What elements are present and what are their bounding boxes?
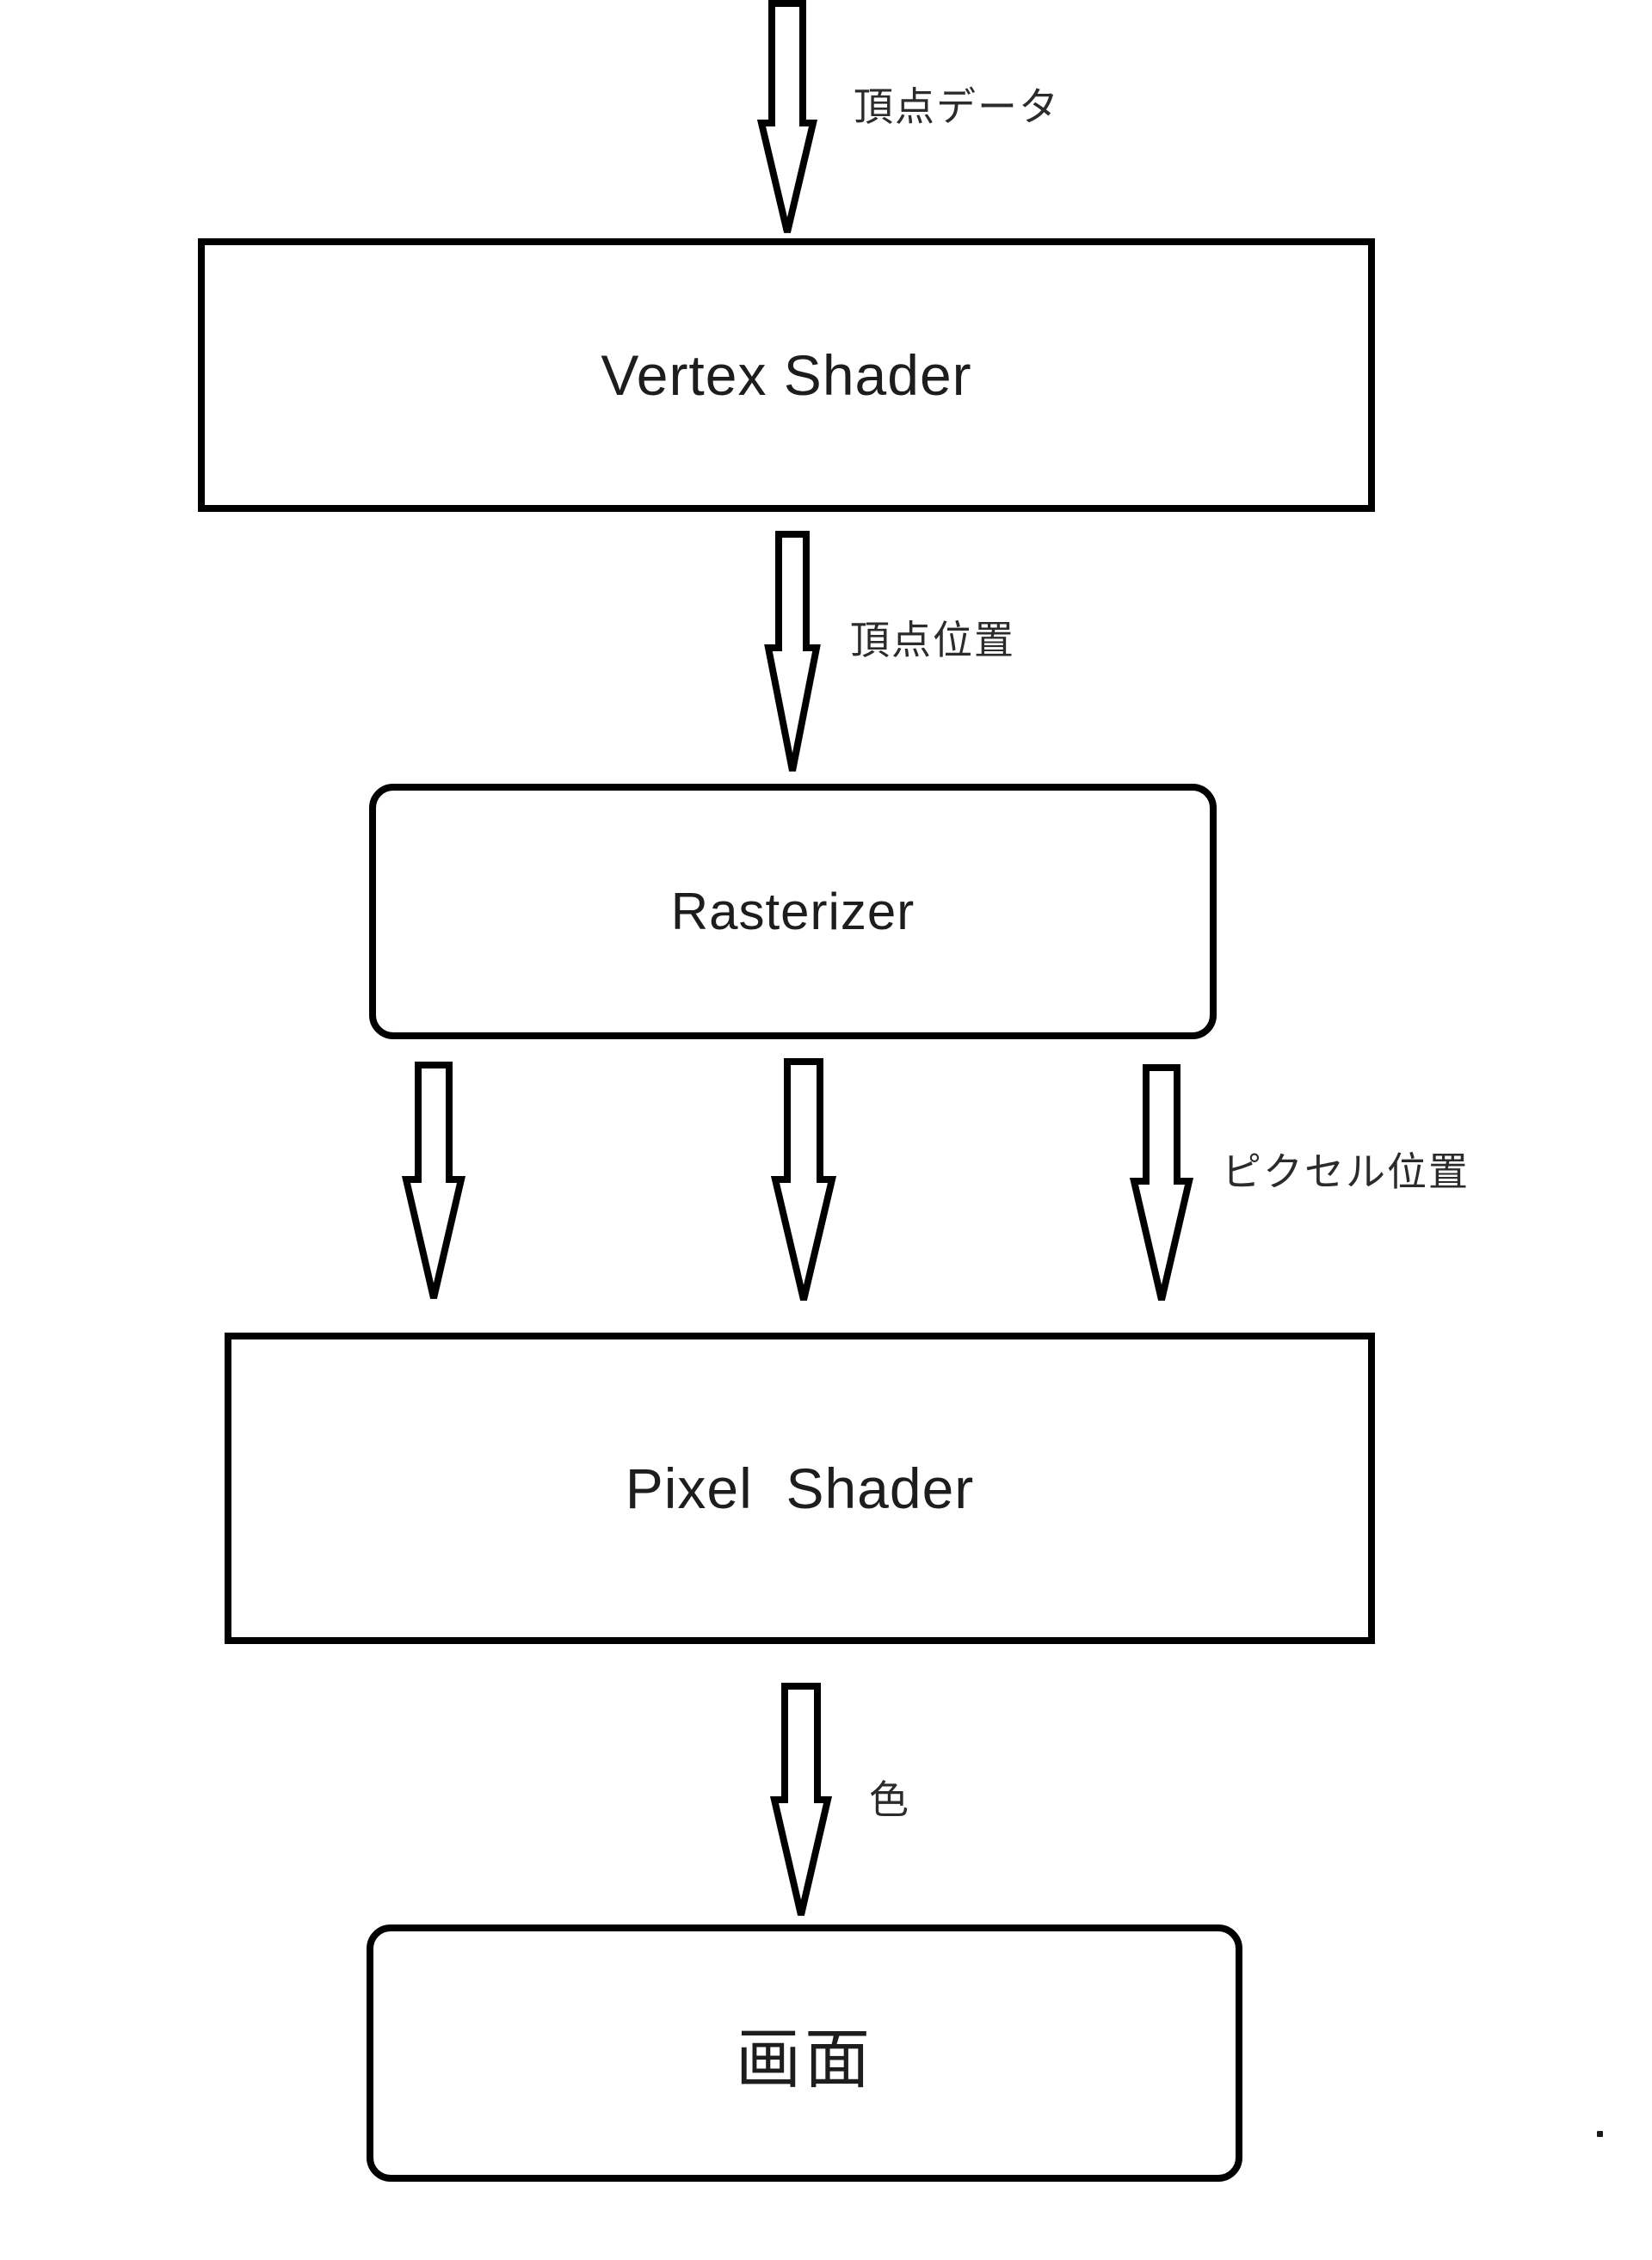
stray-period-dot <box>1597 2131 1603 2137</box>
edge-label-color: 色 <box>869 1777 910 1822</box>
arrow-pixel-shader-to-screen <box>769 1683 833 1916</box>
node-vertex-shader: Vertex Shader <box>198 238 1375 512</box>
node-vertex-shader-label: Vertex Shader <box>601 343 972 407</box>
arrow-rasterizer-to-pixel-shader-right <box>1129 1064 1194 1301</box>
edge-label-pixel-position: ピクセル位置 <box>1222 1149 1470 1194</box>
arrow-rasterizer-to-pixel-shader-middle <box>770 1058 837 1301</box>
arrow-vertex-shader-to-rasterizer <box>764 531 821 772</box>
edge-label-vertex-position: 頂点位置 <box>850 618 1015 662</box>
node-screen: 画面 <box>367 1924 1242 2182</box>
node-screen-label: 画面 <box>736 2023 873 2097</box>
node-rasterizer-label: Rasterizer <box>670 883 915 940</box>
node-rasterizer: Rasterizer <box>369 784 1217 1039</box>
arrow-rasterizer-to-pixel-shader-left <box>401 1062 466 1299</box>
arrow-input-to-vertex-shader <box>756 0 818 233</box>
node-pixel-shader: Pixel Shader <box>225 1333 1375 1644</box>
node-pixel-shader-label: Pixel Shader <box>625 1456 975 1520</box>
edge-label-vertex-data: 頂点データ <box>854 84 1060 129</box>
